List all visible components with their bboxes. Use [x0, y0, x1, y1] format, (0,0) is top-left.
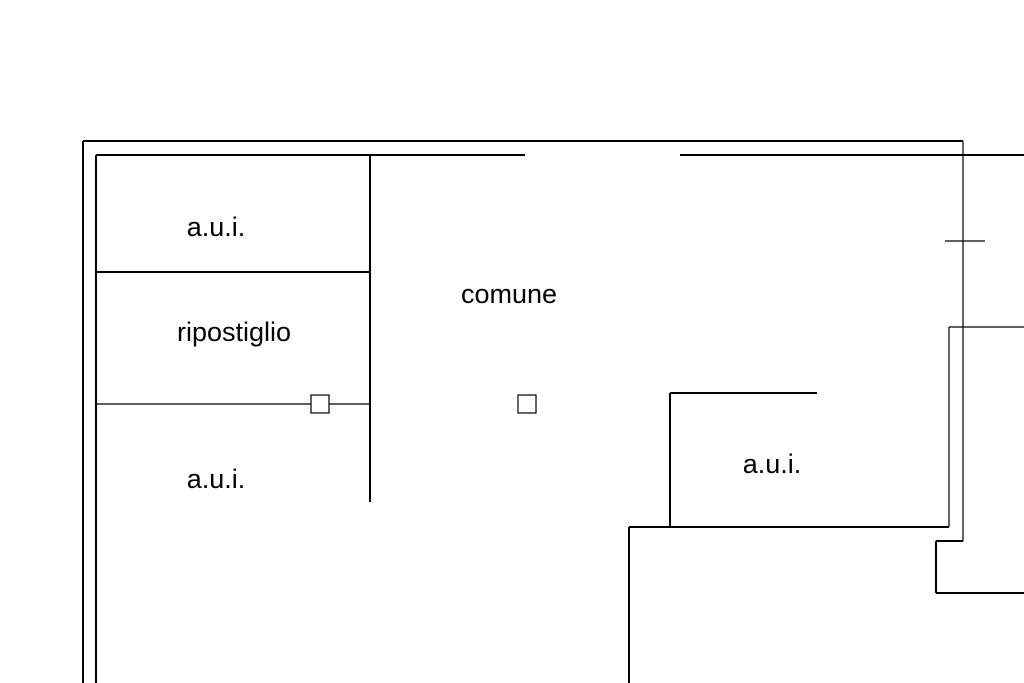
interior-walls	[96, 155, 1024, 683]
room-label-aui-bottom-left: a.u.i.	[187, 464, 246, 494]
column-marker	[517, 394, 537, 414]
column-marker	[310, 394, 330, 414]
room-label-comune: comune	[461, 279, 557, 309]
room-label-aui-top: a.u.i.	[187, 212, 246, 242]
room-label-ripostiglio: ripostiglio	[177, 317, 291, 347]
room-label-aui-right: a.u.i.	[743, 449, 802, 479]
outer-walls	[82, 140, 1024, 683]
